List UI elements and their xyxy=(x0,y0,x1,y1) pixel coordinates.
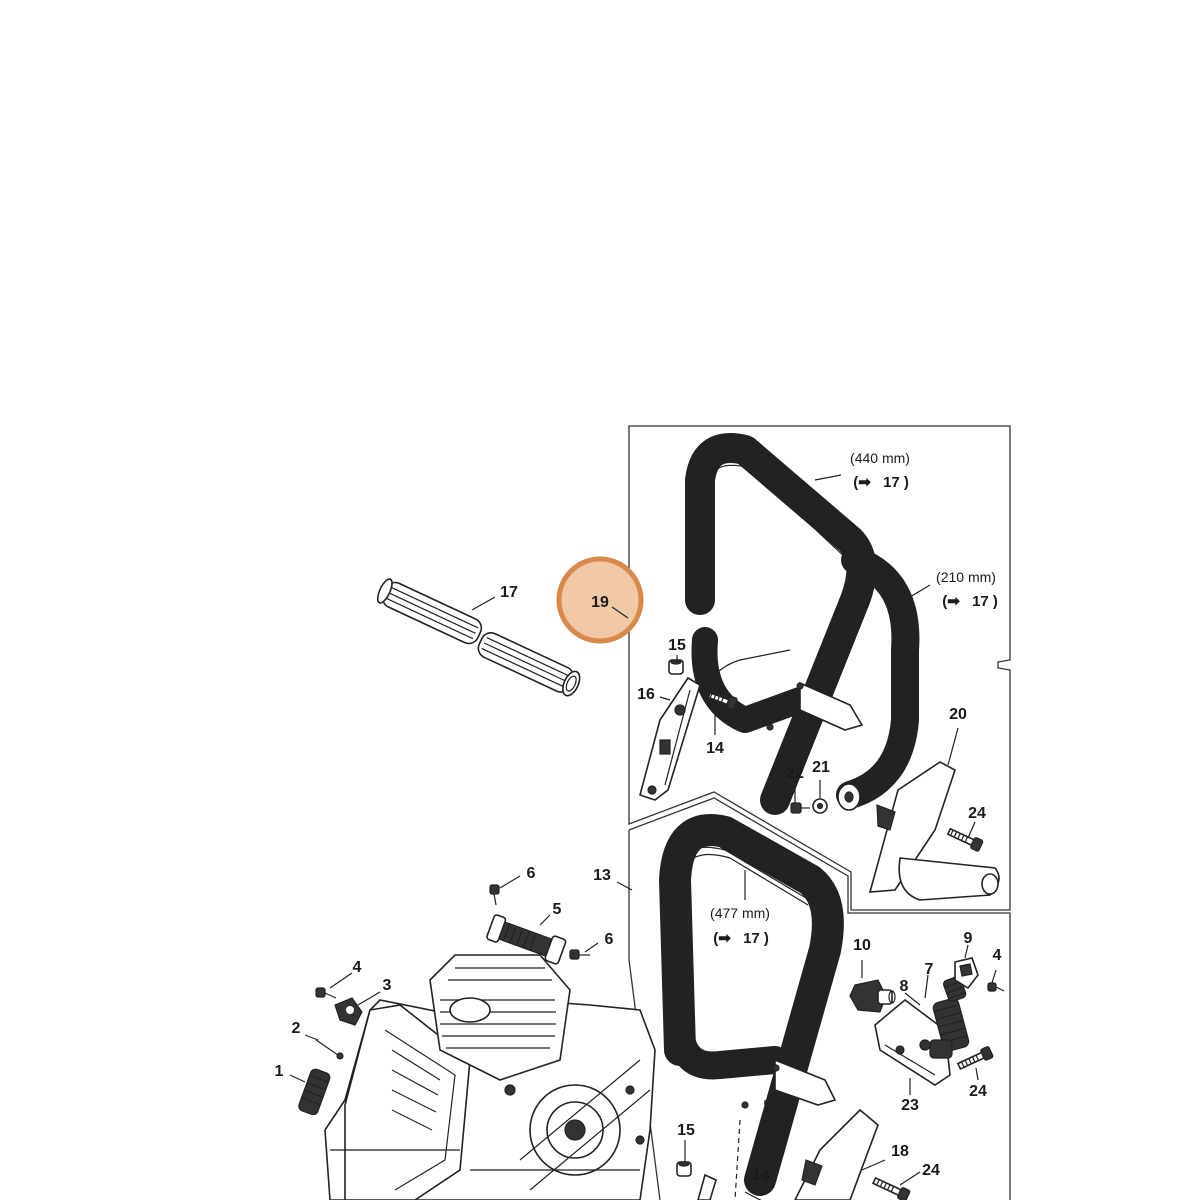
highlight-circle[interactable] xyxy=(556,556,644,644)
callout-4-left[interactable]: 4 xyxy=(353,959,362,976)
sleeve-part-15-upper xyxy=(668,659,684,675)
callout-19[interactable]: 19 xyxy=(591,594,609,611)
grip-tubes xyxy=(376,578,581,697)
lower-handlebar xyxy=(659,814,844,1200)
callout-15-upper[interactable]: 15 xyxy=(668,637,686,654)
annotation-477-ref: 17 ) xyxy=(743,930,769,947)
callout-6-lower[interactable]: 6 xyxy=(605,931,614,948)
callout-24-mid[interactable]: 24 xyxy=(969,1083,987,1100)
upper-detail-frame xyxy=(628,425,1011,911)
upper-handlebar xyxy=(685,433,920,815)
chainsaw-body xyxy=(324,954,656,1200)
annotation-210-size: (210 mm) xyxy=(936,569,996,585)
callout-23[interactable]: 23 xyxy=(901,1097,919,1114)
av-parts-left xyxy=(298,884,590,1116)
callout-20[interactable]: 20 xyxy=(949,706,967,723)
callout-14-upper[interactable]: 14 xyxy=(706,740,724,757)
callout-18[interactable]: 18 xyxy=(891,1143,909,1160)
callout-3[interactable]: 3 xyxy=(383,977,392,994)
callout-1[interactable]: 1 xyxy=(275,1063,284,1080)
annotation-440-size: (440 mm) xyxy=(850,450,910,466)
callout-13[interactable]: 13 xyxy=(593,867,611,884)
annotation-440-ref: 17 ) xyxy=(883,474,909,491)
callout-2[interactable]: 2 xyxy=(292,1020,301,1037)
callout-4-right[interactable]: 4 xyxy=(993,947,1002,964)
callout-16[interactable]: 16 xyxy=(637,686,655,703)
annotation-477: (477 mm) (➡ 17 ) xyxy=(710,905,770,947)
callout-22[interactable]: 22 xyxy=(786,765,804,782)
annotation-210-ref: 17 ) xyxy=(972,593,998,610)
callout-8[interactable]: 8 xyxy=(900,978,909,995)
callout-9[interactable]: 9 xyxy=(964,930,973,947)
annotation-477-size: (477 mm) xyxy=(710,905,770,921)
callout-5[interactable]: 5 xyxy=(553,901,562,918)
annotation-440-arrow: (➡ xyxy=(853,474,871,491)
screw-part-24-upper xyxy=(946,827,984,852)
annotation-440: (440 mm) (➡ 17 ) xyxy=(850,450,910,491)
bracket-part-16 xyxy=(639,676,701,801)
bracket-lower xyxy=(697,1173,717,1200)
callout-14-lower[interactable]: 14 xyxy=(752,1167,770,1184)
screw-part-14-upper xyxy=(707,691,738,710)
callout-21[interactable]: 21 xyxy=(812,759,830,776)
annotation-210: (210 mm) (➡ 17 ) xyxy=(936,569,998,610)
callout-labels: 17 15 16 14 20 22 21 24 13 6 5 6 4 3 2 1… xyxy=(275,584,1002,1184)
leader-lines xyxy=(289,474,997,1195)
callout-24-lower[interactable]: 24 xyxy=(922,1162,940,1179)
callout-10[interactable]: 10 xyxy=(853,937,871,954)
annotation-477-arrow: (➡ xyxy=(713,930,731,947)
highlight-callout-19[interactable]: 19 xyxy=(556,556,644,644)
screw-part-14-lower xyxy=(744,1191,761,1200)
washer-part-21 xyxy=(812,798,828,814)
callout-7[interactable]: 7 xyxy=(925,961,934,978)
sleeve-part-15-lower xyxy=(676,1161,692,1177)
callout-15-lower[interactable]: 15 xyxy=(677,1122,695,1139)
callout-17[interactable]: 17 xyxy=(500,584,518,601)
annotation-210-arrow: (➡ xyxy=(942,593,960,610)
bracket-part-20 xyxy=(868,761,1000,901)
av-mount-group xyxy=(849,957,1005,1086)
screw-part-24-lower xyxy=(871,1176,911,1200)
screw-part-24-mid xyxy=(956,1046,994,1071)
bracket-part-18 xyxy=(794,1108,879,1200)
callout-6-upper[interactable]: 6 xyxy=(527,865,536,882)
callout-24-upper[interactable]: 24 xyxy=(968,805,986,822)
screw-part-22 xyxy=(790,802,810,814)
